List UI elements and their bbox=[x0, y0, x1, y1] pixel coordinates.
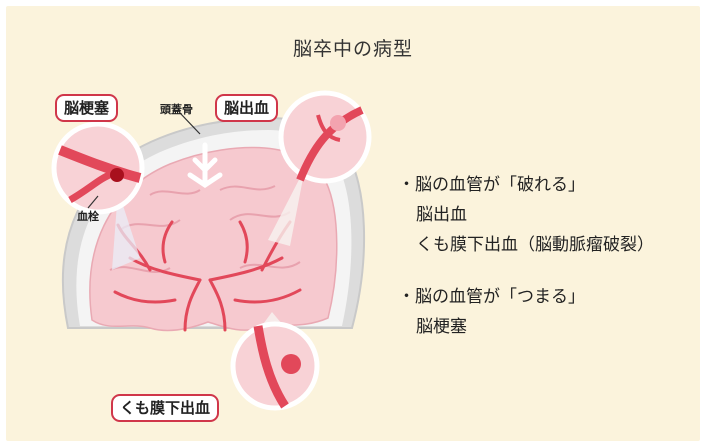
label-hemorrhage: 脳出血 bbox=[215, 94, 279, 122]
callout-infarction bbox=[112, 190, 140, 270]
bullet-rupture-item: 脳出血 bbox=[416, 205, 467, 225]
bullet-rupture: ・脳の血管が「破れる」 bbox=[398, 170, 654, 200]
bullet-blockage: ・脳の血管が「つまる」 bbox=[398, 282, 654, 312]
label-infarction: 脳梗塞 bbox=[55, 94, 119, 122]
zoom-circle-subarachnoid bbox=[230, 321, 320, 411]
brain-folds bbox=[109, 185, 301, 273]
bullet-blockage-head: ・脳の血管が「つまる」 bbox=[398, 287, 585, 307]
callout-hemorrhage bbox=[268, 168, 305, 246]
bullet-rupture-head: ・脳の血管が「破れる」 bbox=[398, 175, 585, 195]
zoom-circle-infarction bbox=[51, 121, 145, 215]
thrombus-dot bbox=[110, 168, 124, 182]
bullet-blockage-item: 脳梗塞 bbox=[416, 317, 467, 337]
label-subarachnoid: くも膜下出血 bbox=[111, 394, 220, 422]
page-title: 脳卒中の病型 bbox=[292, 38, 413, 60]
thrombus-pointer bbox=[87, 195, 99, 209]
bullet-rupture-item: くも膜下出血（脳動脈瘤破裂） bbox=[416, 235, 654, 255]
label-skull: 頭蓋骨 bbox=[160, 103, 193, 116]
midline-structure bbox=[187, 142, 223, 189]
zoom-circle-hemorrhage bbox=[278, 90, 372, 184]
label-thrombus: 血栓 bbox=[77, 210, 99, 223]
bullet-list: ・脳の血管が「破れる」 脳出血 くも膜下出血（脳動脈瘤破裂） ・脳の血管が「つま… bbox=[398, 170, 654, 342]
skull-pointer bbox=[179, 112, 201, 135]
